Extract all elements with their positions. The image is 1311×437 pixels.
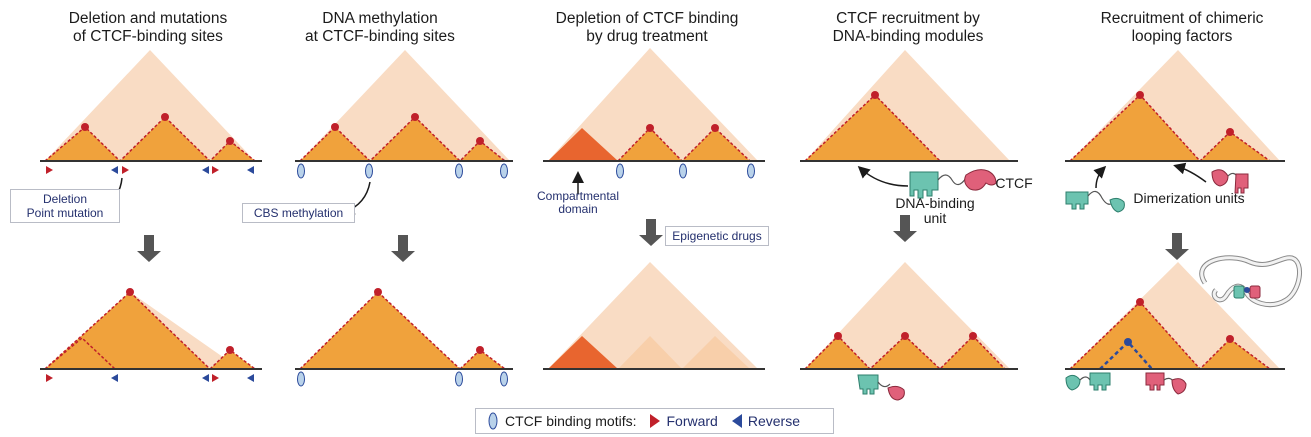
dimerization-units-label: Dimerization units (1133, 190, 1245, 206)
reverse-triangle-icon (731, 414, 742, 428)
reverse-triangle-icon (247, 166, 254, 174)
ctcf-oval-icon (297, 371, 305, 387)
panel-3-top-tads (543, 48, 765, 194)
legend: CTCF binding motifs: Forward Reverse (475, 408, 834, 434)
panel-1-top-tads (40, 50, 262, 208)
legend-prefix: CTCF binding motifs: (505, 413, 637, 429)
ctcf-oval-icon (500, 163, 508, 179)
panel-2-bottom-tads (295, 288, 513, 387)
apex-dot (226, 137, 234, 145)
down-arrow-icon (639, 219, 663, 246)
reverse-triangle-icon (247, 374, 254, 382)
apex-dot (161, 113, 169, 121)
panel-4-bottom-tads (800, 262, 1018, 401)
forward-triangle-icon (46, 374, 53, 382)
tad-triangle (210, 141, 255, 161)
forward-triangle-icon (212, 166, 219, 174)
panel-4-top-tads (800, 50, 1018, 199)
chromatin-loop-inset (1199, 255, 1303, 307)
reverse-triangle-icon (202, 166, 209, 174)
forward-triangle-icon (122, 166, 129, 174)
panel-1-bottom-tads (40, 288, 262, 382)
down-arrow-icon (391, 235, 415, 262)
reverse-triangle-icon (111, 374, 118, 382)
reverse-triangle-icon (111, 166, 118, 174)
dna-binding-unit-protein (909, 171, 967, 199)
reverse-triangle-icon (202, 374, 209, 382)
apex-dot (81, 123, 89, 131)
legend-reverse: Reverse (747, 413, 800, 429)
tad-triangle (45, 127, 120, 161)
compartmental-domain (548, 128, 618, 161)
panel-3-bottom-tads (543, 262, 765, 370)
ctcf-oval-icon (500, 371, 508, 387)
panel-2-top-tads (295, 50, 513, 215)
ctcf-oval-icon (747, 163, 755, 179)
down-arrow-icon (1165, 233, 1189, 260)
epigenetic-drugs-callout: Epigenetic drugs (665, 226, 769, 246)
down-arrow-icon (137, 235, 161, 262)
ctcf-protein-label: CTCF (995, 175, 1033, 191)
forward-triangle-icon (650, 414, 661, 428)
forward-triangle-icon (46, 166, 53, 174)
down-arrow-icon (893, 215, 917, 242)
ctcf-oval-icon (455, 371, 463, 387)
ctcf-oval-icon (679, 163, 687, 179)
ctcf-oval-icon (488, 412, 498, 430)
forward-triangle-icon (212, 374, 219, 382)
ctcf-oval-icon (455, 163, 463, 179)
cbs-methylation-callout: CBS methylation (242, 203, 355, 223)
panel-5-top-tads (1065, 50, 1285, 213)
ctcf-oval-icon (616, 163, 624, 179)
tad-triangle (120, 117, 210, 161)
large-domain-background (45, 50, 255, 161)
legend-forward: Forward (666, 413, 718, 429)
panel-5-bottom-tads (1065, 255, 1303, 395)
ctcf-oval-icon (365, 163, 373, 179)
ctcf-oval-icon (297, 163, 305, 179)
ctcf-protein (964, 169, 997, 191)
